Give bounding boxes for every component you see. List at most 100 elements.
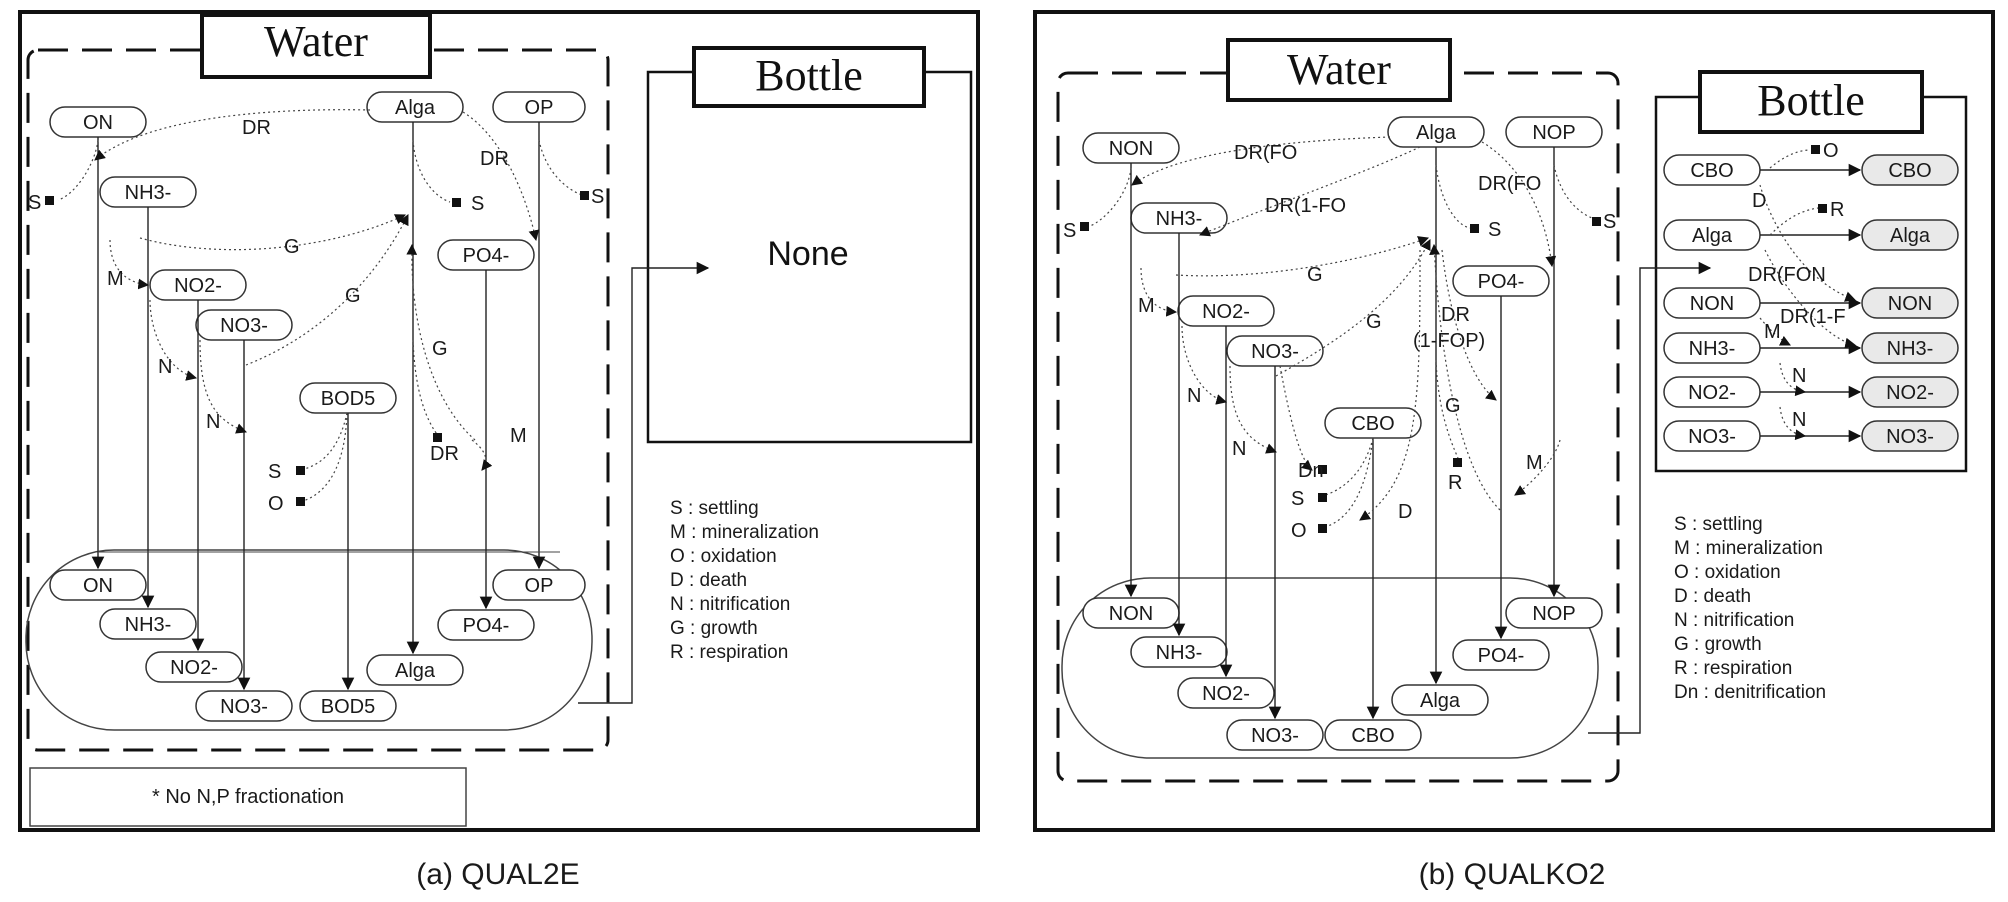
svg-text:R : respiration: R : respiration — [1674, 658, 1792, 679]
panel-a-process-arrows — [57, 109, 586, 503]
svg-text:Alga: Alga — [1416, 122, 1457, 144]
svg-text:NO3-: NO3- — [220, 696, 268, 718]
svg-text:O : oxidation: O : oxidation — [1674, 562, 1781, 583]
panel-a-bed-node-op: OP — [492, 569, 586, 601]
svg-text:M : mineralization: M : mineralization — [1674, 538, 1823, 559]
svg-text:BOD5: BOD5 — [321, 696, 375, 718]
svg-text:NH3-: NH3- — [125, 614, 172, 636]
panel-a-label-dr-1: DR — [242, 117, 271, 139]
panel-a-sediment-bed — [25, 549, 593, 731]
panel-a-bed-node-on: ON — [49, 569, 147, 601]
panel-a-node-op: OP — [492, 91, 586, 123]
panel-a-bed-node-no2: NO2- — [145, 651, 243, 683]
panel-b-bottle-label-d: D — [1752, 190, 1766, 212]
panel-b-bottle-arrows — [1759, 145, 1862, 443]
svg-text:NO2-: NO2- — [170, 657, 218, 679]
panel-b-bottle-label-n-1: N — [1792, 365, 1806, 387]
panel-b-bottle-label-m: M — [1764, 321, 1781, 343]
panel-b-label-m-1: M — [1138, 295, 1155, 317]
panel-b-bottle-title-box — [1698, 70, 1924, 134]
svg-text:NH3-: NH3- — [1156, 208, 1203, 230]
panel-a-label-o: O — [268, 493, 284, 515]
panel-b-node-non: NON — [1082, 132, 1180, 164]
panel-a-bed-node-po4: PO4- — [437, 609, 535, 641]
panel-a-vertical-flows — [91, 122, 560, 691]
panel-b-node-alga: Alga — [1387, 116, 1485, 148]
panel-b-legend: S : settling M : mineralization O : oxid… — [1674, 514, 1826, 703]
panel-a-label-m-1: M — [107, 268, 124, 290]
panel-b-label-m-2: M — [1526, 452, 1543, 474]
panel-b-bed-node-non: NON — [1082, 597, 1180, 629]
svg-text:NON: NON — [1888, 293, 1932, 315]
panel-b-label-n-2: N — [1232, 438, 1246, 460]
svg-text:M : mineralization: M : mineralization — [670, 522, 819, 543]
panel-b-label-n-1: N — [1187, 385, 1201, 407]
panel-a-water-title: Water — [264, 17, 368, 66]
svg-text:ON: ON — [83, 112, 113, 134]
panel-b-label-o: O — [1291, 520, 1307, 542]
svg-text:ON: ON — [83, 575, 113, 597]
svg-text:Alga: Alga — [395, 97, 436, 119]
panel-a-node-bod5: BOD5 — [299, 382, 397, 414]
svg-text:NH3-: NH3- — [1887, 338, 1934, 360]
svg-text:N : nitrification: N : nitrification — [670, 594, 790, 615]
panel-b-bed-to-bottle-arrow — [1588, 261, 1712, 734]
panel-b-label-dr: DR — [1441, 304, 1470, 326]
panel-b-bottle-label-n-2: N — [1792, 409, 1806, 431]
panel-a-label-g-3: G — [432, 338, 448, 360]
svg-text:N : nitrification: N : nitrification — [1674, 610, 1794, 631]
panel-a-bottle-none: None — [767, 235, 848, 273]
panel-b-water-title-box — [1226, 38, 1452, 102]
svg-text:NH3-: NH3- — [1156, 642, 1203, 664]
panel-b-label-dr-fo-2: DR(FO — [1478, 173, 1541, 195]
panel-b-label-s-4: S — [1291, 488, 1304, 510]
panel-b-node-no2: NO2- — [1177, 295, 1275, 327]
svg-text:NON: NON — [1690, 293, 1734, 315]
panel-b-bed-node-cbo: CBO — [1324, 719, 1422, 751]
svg-text:OP: OP — [525, 575, 554, 597]
panel-a-node-no3: NO3- — [195, 309, 293, 341]
svg-text:NO3-: NO3- — [1251, 725, 1299, 747]
panel-a-label-dr-2: DR — [480, 148, 509, 170]
svg-text:NO3-: NO3- — [1886, 426, 1934, 448]
svg-text:CBO: CBO — [1351, 413, 1394, 435]
panel-a-note-box — [29, 767, 467, 827]
svg-text:NOP: NOP — [1532, 122, 1575, 144]
svg-text:NH3-: NH3- — [125, 182, 172, 204]
panel-b-bottle-label-dr-1f: DR(1-F — [1780, 306, 1846, 328]
panel-b-bed-node-no3: NO3- — [1226, 719, 1324, 751]
panel-a-bed-node-bod5: BOD5 — [299, 690, 397, 722]
svg-text:G : growth: G : growth — [670, 618, 758, 639]
svg-text:NO3-: NO3- — [220, 315, 268, 337]
panel-a-node-nh3: NH3- — [99, 176, 197, 208]
svg-text:Alga: Alga — [1692, 225, 1733, 247]
svg-text:PO4-: PO4- — [463, 245, 510, 267]
svg-text:NO2-: NO2- — [174, 275, 222, 297]
svg-text:NON: NON — [1109, 603, 1153, 625]
panel-a-node-no2: NO2- — [149, 269, 247, 301]
panel-a-label-s-1: S — [28, 192, 41, 214]
panel-b-label-s-3: S — [1603, 211, 1616, 233]
panel-b-node-cbo: CBO — [1324, 407, 1422, 439]
panel-a-bed-node-no3: NO3- — [195, 690, 293, 722]
svg-text:Alga: Alga — [1890, 225, 1931, 247]
panel-b-label-dn: Dn — [1298, 460, 1324, 482]
panel-b-node-po4: PO4- — [1452, 265, 1550, 297]
svg-text:O : oxidation: O : oxidation — [670, 546, 777, 567]
svg-text:OP: OP — [525, 97, 554, 119]
svg-text:S : settling: S : settling — [670, 498, 759, 519]
svg-text:G : growth: G : growth — [1674, 634, 1762, 655]
svg-text:CBO: CBO — [1888, 160, 1931, 182]
panel-b-label-r: R — [1448, 472, 1462, 494]
panel-b-node-no3: NO3- — [1226, 335, 1324, 367]
svg-text:NOP: NOP — [1532, 603, 1575, 625]
svg-text:NH3-: NH3- — [1689, 338, 1736, 360]
panel-a-label-s-3: S — [591, 186, 604, 208]
panel-a-squares — [45, 191, 589, 506]
panel-b-water-title: Water — [1287, 45, 1391, 94]
svg-text:Dn : denitrification: Dn : denitrification — [1674, 682, 1826, 703]
panel-b-sediment-bed — [1061, 577, 1599, 759]
panel-b-node-nh3: NH3- — [1130, 202, 1228, 234]
panel-a-node-alga: Alga — [366, 91, 464, 123]
